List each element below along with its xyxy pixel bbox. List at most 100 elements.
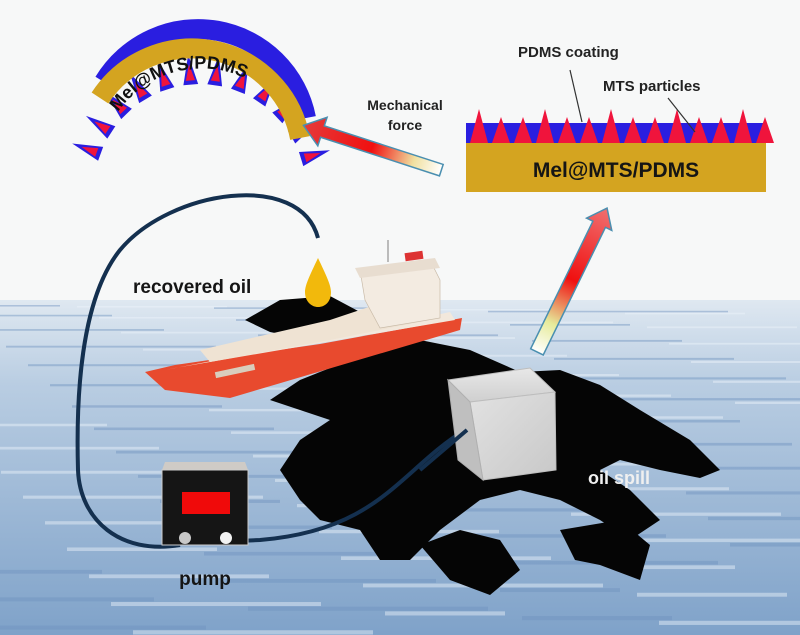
substrate-layer bbox=[466, 142, 766, 192]
mts-particles-label: MTS particles bbox=[603, 78, 701, 95]
wave-streak bbox=[713, 380, 800, 383]
wave-streak bbox=[6, 345, 216, 348]
wave-streak bbox=[664, 466, 800, 470]
wave-streak bbox=[549, 487, 729, 491]
wave-streak bbox=[488, 310, 728, 313]
wave-streak bbox=[45, 521, 165, 525]
wave-streak bbox=[620, 419, 740, 423]
tube-sponge-to-pump bbox=[214, 428, 467, 544]
wave-streak bbox=[111, 602, 321, 607]
recovered-oil-label: recovered oil bbox=[133, 277, 251, 298]
wave-streak bbox=[686, 491, 800, 495]
pdms-coating-label: PDMS coating bbox=[518, 44, 619, 61]
pump-knob-right bbox=[220, 532, 232, 544]
wave-streak bbox=[395, 337, 515, 339]
wave-streak bbox=[598, 398, 800, 401]
curved-mts-particle bbox=[185, 64, 196, 81]
mts-particles bbox=[470, 109, 774, 143]
wave-streak bbox=[0, 569, 102, 574]
mts-particle bbox=[536, 109, 554, 143]
wave-streak bbox=[532, 339, 682, 342]
wave-streak bbox=[417, 354, 567, 357]
wave-streak bbox=[99, 316, 279, 319]
mts-particle bbox=[668, 109, 686, 143]
wave-streak bbox=[23, 495, 263, 499]
wave-streak bbox=[89, 574, 269, 579]
mts-particles-pointer bbox=[667, 97, 696, 133]
flat-sample-cross-section bbox=[466, 109, 774, 192]
mts-particle bbox=[492, 117, 510, 143]
wave-streak bbox=[226, 578, 436, 583]
curved-mts-particle bbox=[135, 81, 148, 99]
mts-particle bbox=[602, 109, 620, 143]
curved-mts-particle bbox=[303, 153, 321, 163]
wave-streak bbox=[456, 534, 666, 538]
mts-particle bbox=[558, 117, 576, 143]
mechanical-force-arrow bbox=[302, 116, 445, 177]
wave-streak bbox=[691, 361, 800, 364]
wave-streak bbox=[625, 312, 745, 315]
curved-mts-particle bbox=[210, 65, 220, 82]
wave-streak bbox=[28, 364, 268, 367]
wave-streak bbox=[0, 597, 154, 602]
curved-pdms-spike bbox=[72, 143, 104, 161]
tanker-ship bbox=[145, 240, 462, 398]
wave-streak bbox=[708, 516, 800, 521]
wave-streak bbox=[593, 538, 800, 543]
curved-mts-particle bbox=[81, 146, 99, 157]
wave-streak bbox=[642, 442, 792, 446]
wave-streak bbox=[522, 616, 672, 621]
wave-streak bbox=[647, 326, 797, 329]
wave-streak bbox=[615, 565, 735, 570]
wave-streak bbox=[138, 474, 378, 478]
wave-streak bbox=[554, 357, 734, 360]
wave-streak bbox=[351, 308, 561, 311]
wave-streak bbox=[510, 323, 630, 326]
wave-streak bbox=[116, 450, 326, 454]
mts-particle bbox=[580, 117, 598, 143]
mts-particle bbox=[734, 109, 752, 143]
wave-streak bbox=[94, 427, 274, 431]
wave-streak bbox=[0, 423, 107, 427]
tube-pump-to-outlet bbox=[75, 193, 320, 549]
wave-streak bbox=[669, 342, 800, 345]
wave-streak bbox=[77, 305, 227, 308]
wave-streak bbox=[637, 592, 787, 597]
pump-device bbox=[161, 462, 249, 546]
wave-streak bbox=[121, 331, 331, 334]
wave-streak bbox=[1, 470, 211, 474]
mts-particle bbox=[690, 117, 708, 143]
pump-label: pump bbox=[179, 569, 231, 590]
mts-particle bbox=[514, 117, 532, 143]
wave-streak bbox=[72, 405, 222, 408]
wave-streak bbox=[50, 384, 170, 387]
curved-mts-particle bbox=[235, 72, 246, 90]
wave-streak bbox=[209, 408, 389, 412]
mts-particle bbox=[712, 117, 730, 143]
wave-streak bbox=[204, 551, 384, 556]
curved-mts-particle bbox=[112, 99, 127, 115]
wave-streak bbox=[133, 630, 373, 635]
curved-mts-particle bbox=[161, 70, 171, 87]
mts-particle bbox=[470, 109, 488, 143]
pdms-coating-pointer bbox=[569, 69, 583, 123]
wave-streak bbox=[500, 588, 620, 593]
oil-droplet-icon bbox=[305, 258, 331, 307]
wave-streak bbox=[182, 525, 332, 529]
flat-sample-label: Mel@MTS/PDMS bbox=[533, 159, 699, 182]
wave-streak bbox=[730, 543, 800, 547]
wave-streak bbox=[373, 321, 613, 324]
wave-streak bbox=[385, 611, 505, 616]
sponge-cube bbox=[446, 367, 557, 482]
wave-streak bbox=[571, 512, 781, 516]
wave-streak bbox=[434, 508, 614, 512]
wave-streak bbox=[659, 620, 800, 625]
wave-streak bbox=[248, 606, 488, 611]
wave-streak bbox=[67, 547, 217, 552]
wave-streak bbox=[576, 377, 786, 380]
wave-streak bbox=[0, 305, 60, 307]
wave-streak bbox=[187, 387, 337, 390]
wave-streak bbox=[0, 625, 206, 630]
upward-arrow bbox=[529, 206, 613, 356]
